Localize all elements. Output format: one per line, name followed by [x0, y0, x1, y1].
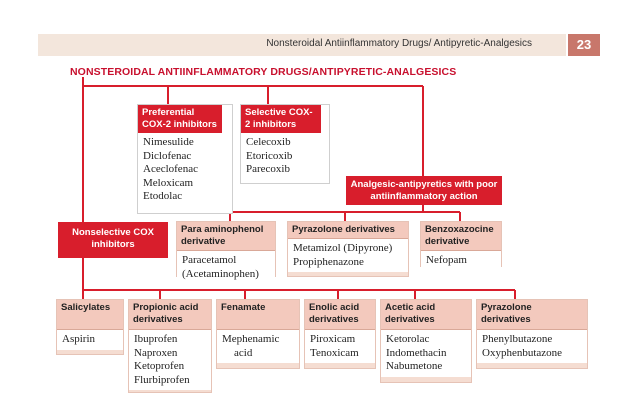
drug-item: Etodolac — [143, 190, 183, 202]
selective-cox2-list: Celecoxib Etoricoxib Parecoxib — [241, 133, 329, 180]
benzoxazocine-list: Nefopam — [421, 251, 501, 271]
drug-item: acid — [234, 346, 253, 359]
para-aminophenol-label: Para aminophenol derivative — [177, 222, 275, 251]
pyrazolone-bottom-box: Pyrazolone derivatives Phenylbutazone Ox… — [476, 299, 588, 369]
drug-item: Indomethacin — [386, 346, 447, 359]
drug-item: Ibuprofen — [134, 333, 178, 345]
benzoxazocine-box: Benzoxazocine derivative Nefopam — [420, 221, 502, 271]
drug-item: Naproxen — [134, 346, 178, 359]
preferential-cox2-box: Preferential COX-2 inhibitors Nimesulide… — [137, 104, 233, 214]
acetic-label: Acetic acid derivatives — [381, 300, 471, 330]
acetic-list: Ketorolac Indomethacin Nabumetone — [381, 330, 471, 377]
drug-item: Aceclofenac — [143, 163, 198, 175]
running-title: Nonsteroidal Antiinflammatory Drugs/ Ant… — [266, 38, 532, 49]
drug-item: Nimesulide — [143, 136, 194, 148]
benzoxazocine-label: Benzoxazocine derivative — [421, 222, 501, 251]
analgesic-antipyretics-label: Analgesic-antipyretics with poor antiinf… — [346, 176, 502, 205]
selective-cox2-label: Selective COX-2 inhibitors — [241, 105, 321, 133]
selective-cox2-box: Selective COX-2 inhibitors Celecoxib Eto… — [240, 104, 330, 184]
fenamate-label: Fenamate — [217, 300, 299, 330]
propionic-label: Propionic acid derivatives — [129, 300, 211, 330]
drug-item: Flurbiprofen — [134, 373, 190, 386]
drug-item: (Acetaminophen) — [182, 267, 259, 280]
enolic-list: Piroxicam Tenoxicam — [305, 330, 375, 363]
drug-item: Etoricoxib — [246, 149, 293, 162]
pyrazolone-bottom-list: Phenylbutazone Oxyphenbutazone — [477, 330, 587, 363]
salicylates-list: Aspirin — [57, 330, 123, 350]
drug-item: Aspirin — [62, 333, 95, 345]
running-header: Nonsteroidal Antiinflammatory Drugs/ Ant… — [38, 34, 566, 56]
drug-item: Paracetamol — [182, 254, 237, 266]
drug-item: Tenoxicam — [310, 346, 359, 359]
drug-item: Meloxicam — [143, 176, 194, 189]
drug-item: Diclofenac — [143, 149, 192, 162]
pyrazolone-mid-list: Metamizol (Dipyrone) Propiphenazone — [288, 239, 408, 272]
propionic-box: Propionic acid derivatives Ibuprofen Nap… — [128, 299, 212, 393]
drug-item: Phenylbutazone — [482, 333, 553, 345]
drug-item: Propiphenazone — [293, 255, 364, 268]
drug-item: Metamizol (Dipyrone) — [293, 242, 393, 254]
diagram-title: NONSTEROIDAL ANTIINFLAMMATORY DRUGS/ANTI… — [70, 66, 457, 78]
preferential-cox2-list: Nimesulide Diclofenac Aceclofenac Meloxi… — [138, 133, 232, 207]
drug-item: Mephenamic — [222, 333, 280, 345]
drug-item: Piroxicam — [310, 333, 356, 345]
acetic-box: Acetic acid derivatives Ketorolac Indome… — [380, 299, 472, 383]
pyrazolone-mid-box: Pyrazolone derivatives Metamizol (Dipyro… — [287, 221, 409, 277]
drug-item: Nabumetone — [386, 360, 443, 372]
para-aminophenol-box: Para aminophenol derivative Paracetamol … — [176, 221, 276, 284]
enolic-label: Enolic acid derivatives — [305, 300, 375, 330]
fenamate-box: Fenamate Mephenamic acid — [216, 299, 300, 369]
pyrazolone-bottom-label: Pyrazolone derivatives — [477, 300, 587, 330]
salicylates-box: Salicylates Aspirin — [56, 299, 124, 355]
propionic-list: Ibuprofen Naproxen Ketoprofen Flurbiprof… — [129, 330, 211, 390]
salicylates-label: Salicylates — [57, 300, 123, 330]
para-aminophenol-list: Paracetamol (Acetaminophen) — [177, 251, 275, 284]
drug-item: Celecoxib — [246, 136, 291, 148]
drug-item: Oxyphenbutazone — [482, 346, 563, 359]
preferential-cox2-label: Preferential COX-2 inhibitors — [138, 105, 222, 133]
page-number: 23 — [568, 34, 600, 56]
nonselective-cox-label: Nonselective COX inhibitors — [58, 222, 168, 258]
drug-item: Parecoxib — [246, 163, 290, 175]
enolic-box: Enolic acid derivatives Piroxicam Tenoxi… — [304, 299, 376, 369]
drug-item: Ketoprofen — [134, 360, 185, 372]
pyrazolone-mid-label: Pyrazolone derivatives — [288, 222, 408, 239]
drug-item: Nefopam — [426, 254, 467, 266]
drug-item: Ketorolac — [386, 333, 430, 345]
fenamate-list: Mephenamic acid — [217, 330, 299, 363]
